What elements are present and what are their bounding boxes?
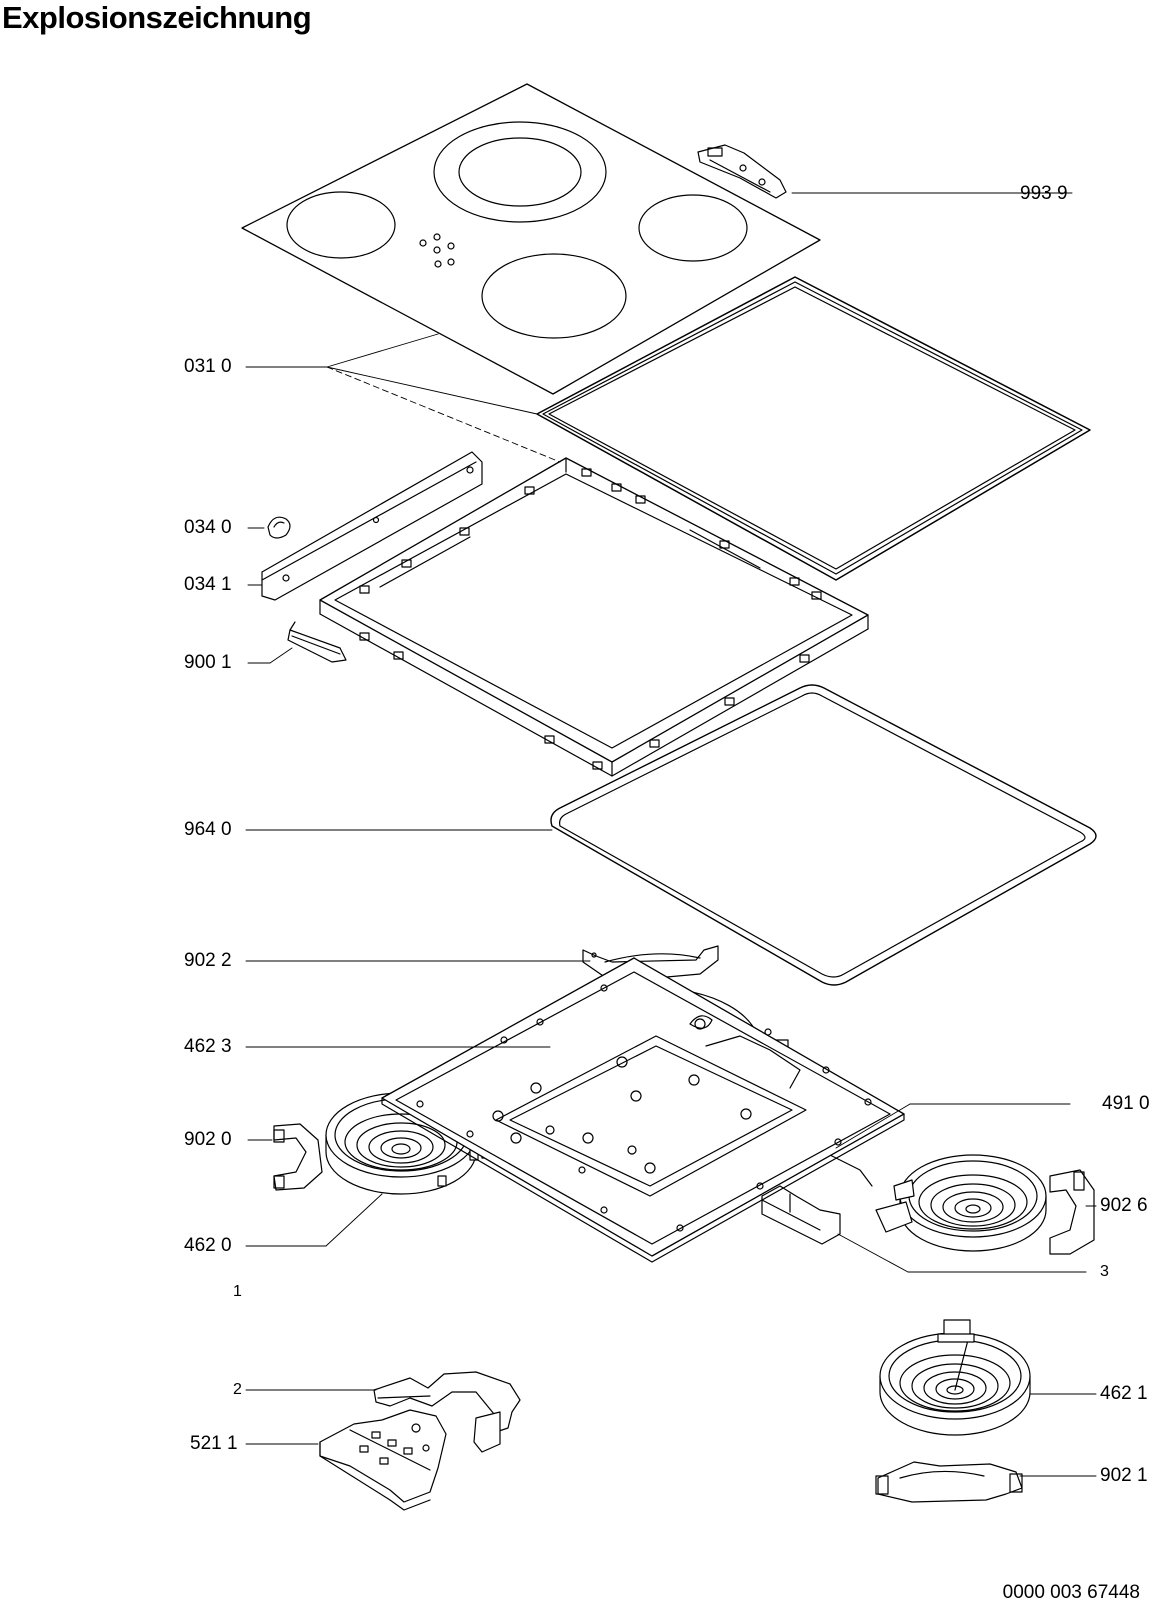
- part-034-0-clip: [268, 517, 290, 538]
- label-031-0: 031 0: [184, 356, 232, 377]
- label-900-1: 900 1: [184, 652, 232, 673]
- label-993-9: 993 9: [1020, 183, 1068, 204]
- label-902-0: 902 0: [184, 1129, 232, 1150]
- page-title: Explosionszeichnung: [2, 0, 312, 35]
- part-964-0-seal: [551, 685, 1096, 985]
- label-902-6: 902 6: [1100, 1195, 1148, 1216]
- label-462-1: 462 1: [1100, 1383, 1148, 1404]
- label-2: 2: [233, 1381, 242, 1398]
- part-521-1-module: [320, 1410, 446, 1510]
- part-902-1-bracket: [876, 1462, 1022, 1502]
- base-plate: [382, 958, 904, 1262]
- part-2-harness-bracket: [374, 1372, 520, 1452]
- label-3: 3: [1100, 1263, 1109, 1280]
- part-3-bracket: [762, 1186, 840, 1244]
- cooktop-frame: [320, 458, 868, 776]
- label-521-1: 521 1: [190, 1433, 238, 1454]
- label-1: 1: [233, 1283, 242, 1300]
- label-034-1: 034 1: [184, 574, 232, 595]
- label-964-0: 964 0: [184, 819, 232, 840]
- label-034-0: 034 0: [184, 517, 232, 538]
- label-462-3: 462 3: [184, 1036, 232, 1057]
- seal-gasket: [537, 277, 1090, 580]
- part-900-1-connector: [288, 622, 346, 662]
- label-902-1: 902 1: [1100, 1465, 1148, 1486]
- leader-lines: [246, 193, 1096, 1476]
- document-number: 0000 003 67448: [1002, 1582, 1140, 1603]
- part-902-0-bracket: [274, 1124, 322, 1190]
- part-993-9-clip: [698, 145, 786, 198]
- part-902-6-heater-right: [876, 1155, 1094, 1254]
- part-462-1-heater-bottom: [880, 1320, 1030, 1435]
- label-462-0: 462 0: [184, 1235, 232, 1256]
- glass-ceramic-top: [242, 84, 820, 394]
- label-491-0: 491 0: [1102, 1093, 1150, 1114]
- label-902-2: 902 2: [184, 950, 232, 971]
- control-markings: [420, 234, 454, 267]
